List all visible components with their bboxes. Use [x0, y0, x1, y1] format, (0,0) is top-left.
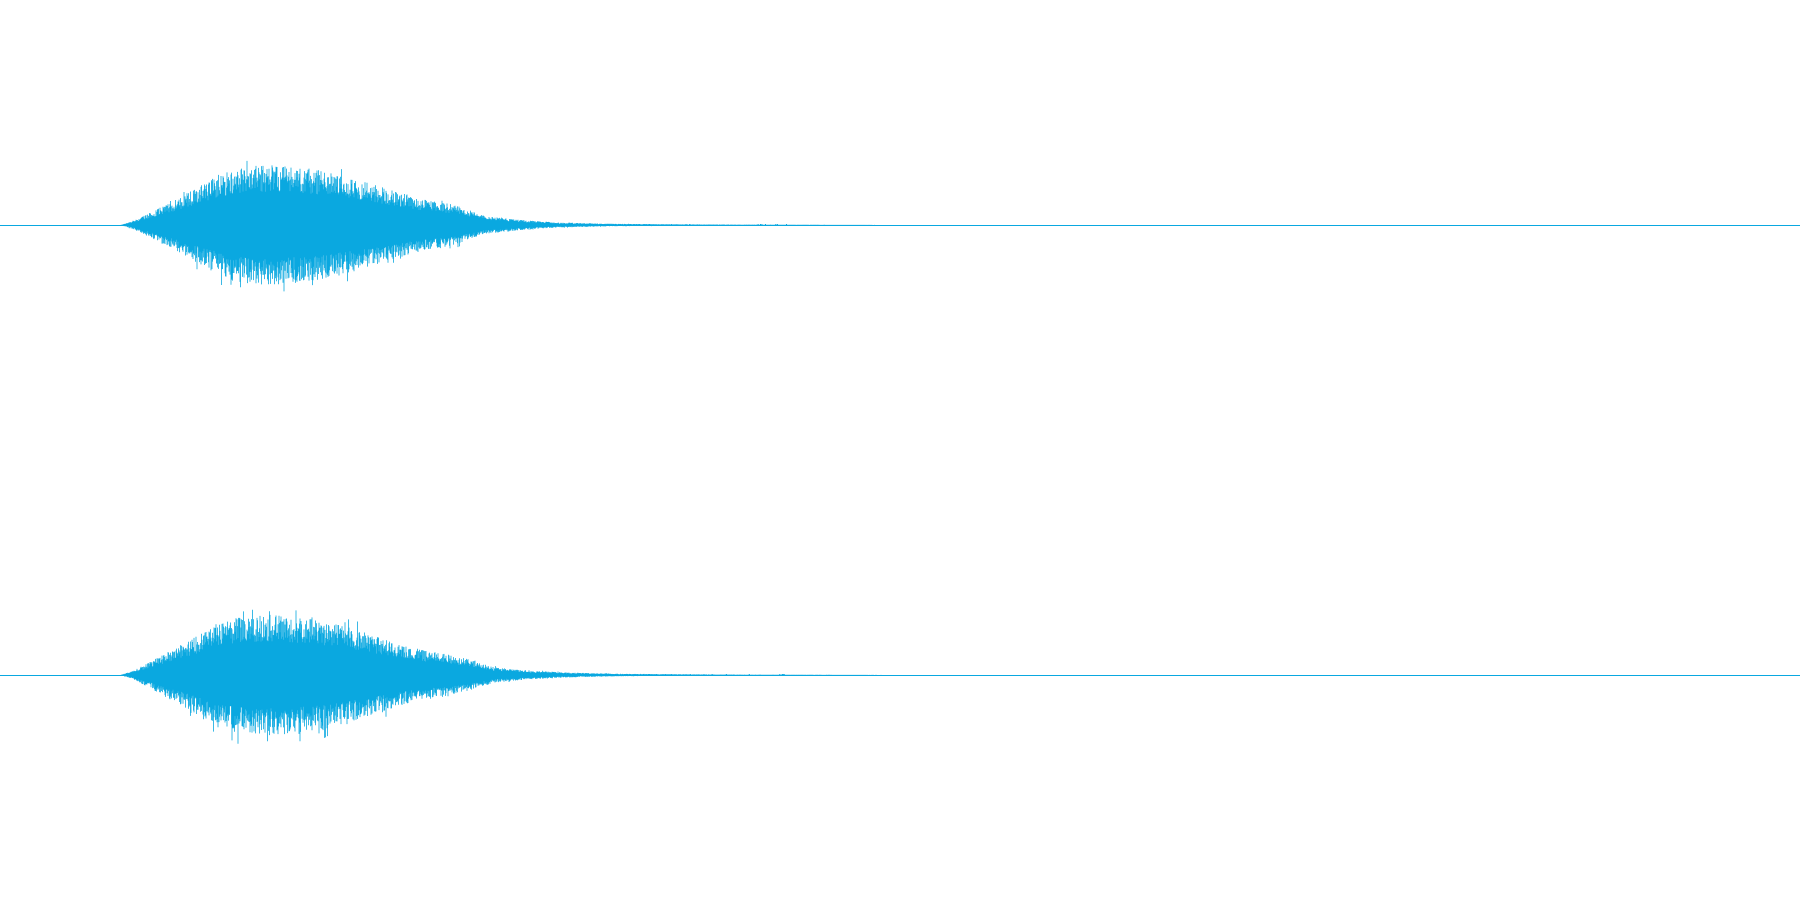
waveform-tail-sample: [711, 674, 713, 676]
waveform-tail-sample: [783, 674, 785, 676]
waveform-body: [120, 609, 882, 744]
waveform-tail-sample: [757, 224, 759, 226]
waveform-tail-sample: [781, 674, 783, 676]
waveform-tail-sample: [761, 224, 763, 226]
waveform-channel-2[interactable]: [0, 609, 1800, 744]
waveform-tail-sample: [689, 674, 691, 676]
waveform-tail-sample: [765, 224, 766, 226]
waveform-tail-sample: [671, 674, 673, 676]
waveform-body: [120, 160, 877, 292]
waveform-tail-sample: [614, 674, 616, 676]
waveform-tail-sample: [786, 224, 787, 226]
waveform-tail-sample: [779, 674, 781, 676]
waveform-tail-sample: [664, 674, 666, 676]
waveform-tail-sample: [655, 674, 657, 676]
waveform-tail-sample: [760, 224, 761, 226]
waveform-tail-sample: [689, 224, 691, 226]
waveform-tail-sample: [748, 674, 750, 676]
waveform-tail-sample: [649, 224, 651, 226]
waveform-tail-sample: [726, 674, 728, 676]
waveform-tail-sample: [782, 674, 784, 676]
waveform-tail-sample: [643, 224, 645, 226]
waveform-tail-sample: [775, 224, 777, 226]
waveform-tail-sample: [635, 674, 637, 676]
waveform-tail-sample: [776, 224, 778, 226]
waveform-tail-sample: [645, 224, 647, 226]
waveform-channel-1[interactable]: [0, 160, 1800, 292]
waveform-tail-sample: [685, 224, 687, 226]
waveform-tail-sample: [671, 224, 673, 226]
